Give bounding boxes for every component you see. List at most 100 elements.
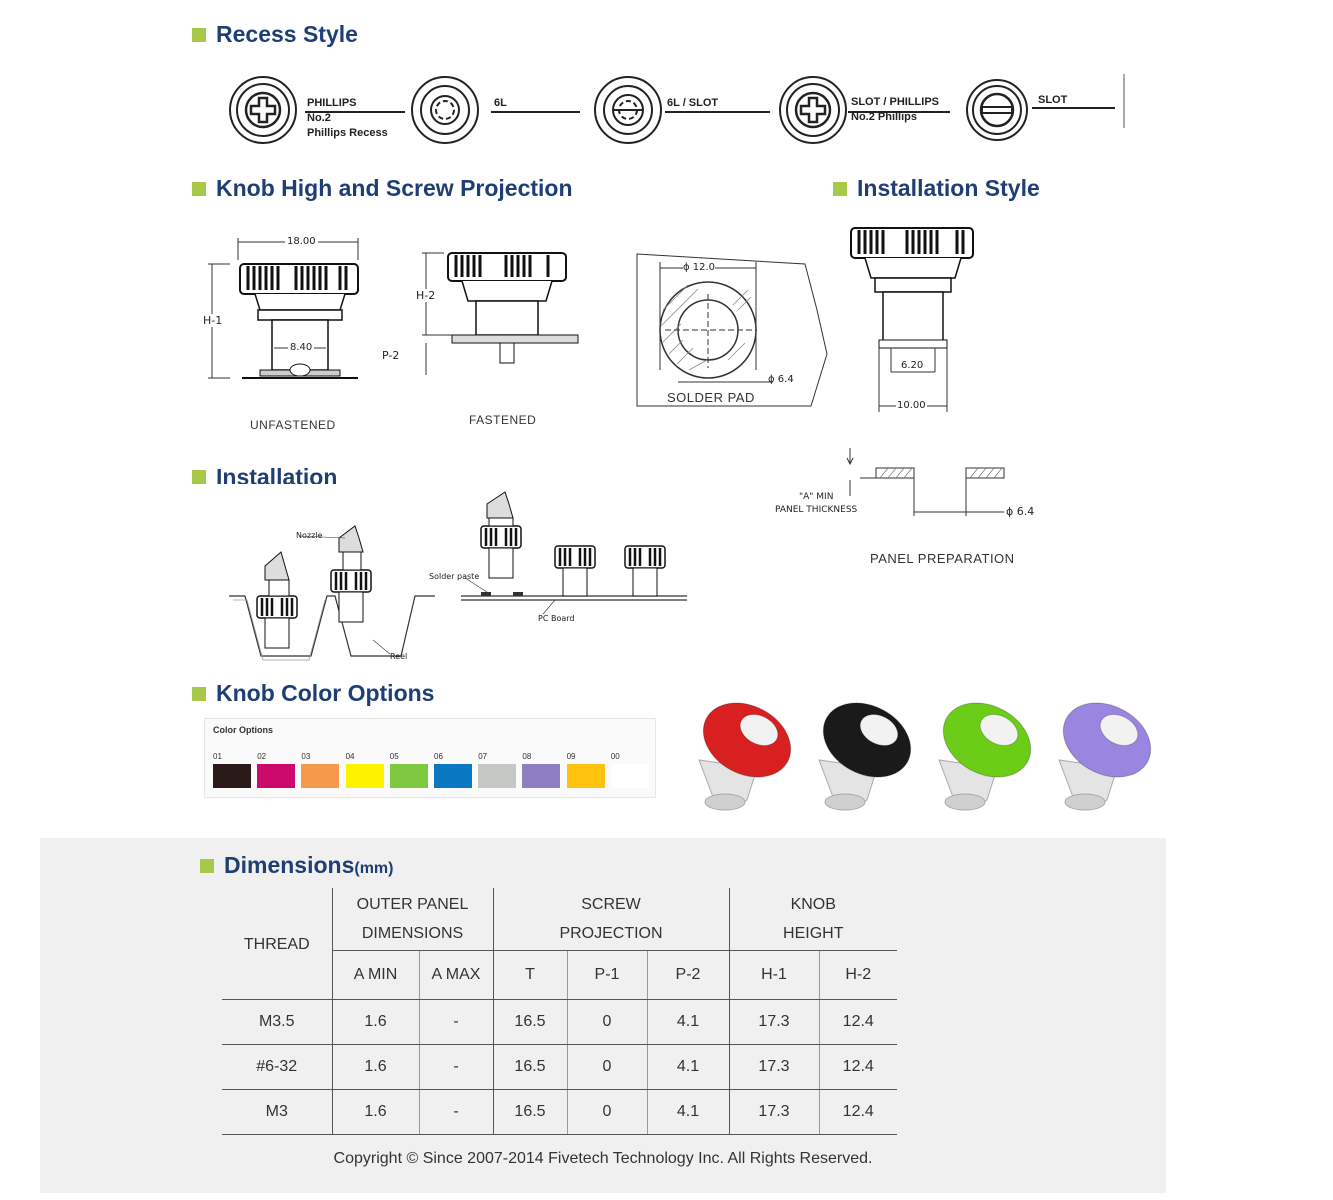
fastened-caption: FASTENED [469,413,537,427]
subheader-cell: T [493,950,568,1000]
recess-text: PHILLIPS [307,97,357,109]
color-swatch: 03 [301,752,340,788]
knob-photo [938,702,1032,811]
color-swatch: 06 [434,752,472,788]
color-chip [610,764,649,788]
value-cell: 4.1 [647,1089,730,1135]
header-knob-line2: HEIGHT [783,924,844,942]
bullet-icon [192,470,206,484]
p2-label: P-2 [382,349,400,362]
knob-photos [698,702,1152,811]
color-code: 00 [610,752,620,761]
unfastened-caption: UNFASTENED [250,418,336,432]
dim-620-label: 6.20 [900,360,925,371]
value-cell: 1.6 [332,1044,420,1090]
bullet-icon [192,181,206,196]
thread-cell: M3 [222,1089,333,1135]
recess-text: No.2 [307,112,331,124]
subheader-cell: A MAX [419,950,494,1000]
color-swatch: 05 [389,752,428,788]
color-swatch: 07 [478,752,517,788]
recess-label-phillips: PHILLIPS No.2 Phillips Recess [307,96,388,141]
thread-cell: #6-32 [222,1044,333,1090]
color-code: 04 [345,752,355,761]
hexalobular-6l-icon [411,76,580,144]
recess-text: SLOT [1038,94,1068,106]
color-code: 09 [566,752,576,761]
color-swatch: 04 [345,752,384,788]
value-cell: - [419,1044,494,1090]
header-outer-panel: OUTER PANEL DIMENSIONS [332,888,494,951]
header-thread: THREAD [222,888,333,1000]
installation-title: Installation [216,464,338,484]
knob-photo [818,702,912,811]
value-cell: 16.5 [493,1089,568,1135]
color-code: 02 [257,752,267,761]
color-code: 01 [213,752,222,761]
value-cell: 0 [567,999,648,1045]
pad-hole-label: ϕ 6.4 [768,374,794,385]
value-cell: 4.1 [647,999,730,1045]
h1-label: H-1 [203,314,223,327]
installation-style-drawing [850,227,974,412]
recess-label-6l: 6L [494,96,507,111]
subheader-cell: P-2 [647,950,730,1000]
color-swatch: 00 [610,752,649,788]
recess-text: 6L [494,97,507,109]
dim-18-label: 18.00 [285,236,318,247]
subheader-cell: H-2 [819,950,897,1000]
value-cell: 12.4 [819,1044,897,1090]
value-cell: 17.3 [729,1044,820,1090]
dim-1000-label: 10.00 [896,400,927,411]
recess-label-6l-slot: 6L / SLOT [667,96,718,111]
slot-icon [966,74,1125,141]
header-outer-line1: OUTER PANEL [356,895,469,913]
installation-style-title: Installation Style [857,175,1040,201]
color-swatch: 09 [566,752,605,788]
header-screw-line2: PROJECTION [559,924,663,942]
color-chip [345,764,384,788]
slot-phillips-icon [779,76,950,144]
nozzle-label: Nozzle [296,531,323,540]
subheader-cell: H-1 [729,950,820,1000]
solder-pad-caption: SOLDER PAD [667,390,755,405]
color-chip [478,764,517,788]
header-knob-line1: KNOB [790,895,836,913]
recess-style-heading: Recess Style [192,21,358,48]
value-cell: 4.1 [647,1044,730,1090]
panel-hole-label: ϕ 6.4 [1006,505,1035,518]
header-screw-line1: SCREW [581,895,641,913]
color-chip [301,764,340,788]
color-options-title: Color Options [213,725,273,735]
header-screw-projection: SCREW PROJECTION [493,888,730,951]
solder-pad-drawing [636,253,828,407]
knob-high-title: Knob High and Screw Projection [216,175,573,201]
panel-preparation-caption: PANEL PREPARATION [870,551,1015,566]
recess-text: SLOT / PHILLIPS [851,96,940,108]
value-cell: 12.4 [819,999,897,1045]
value-cell: - [419,999,494,1045]
recess-text: No.2 Phillips [851,111,918,123]
copyright-footer: Copyright © Since 2007-2014 Fivetech Tec… [333,1150,873,1167]
value-cell: 17.3 [729,1089,820,1135]
subheader-cell: A MIN [332,950,420,1000]
reel-label: Reel [390,652,408,661]
recess-style-title: Recess Style [216,21,358,47]
installation-drawing [229,491,687,661]
header-outer-line2: DIMENSIONS [361,924,464,942]
pad-diameter-label: ϕ 12.0 [683,262,716,273]
phillips-recess-icon [229,76,405,144]
color-code: 03 [301,752,311,761]
bullet-icon [192,686,206,701]
thread-cell: M3.5 [222,999,333,1045]
color-chip [257,764,296,788]
color-swatch: 08 [522,752,561,788]
dimensions-unit: (mm) [354,860,394,877]
bullet-icon [200,858,214,873]
fastened-drawing [422,252,579,375]
panel-preparation-drawing [846,448,1005,516]
